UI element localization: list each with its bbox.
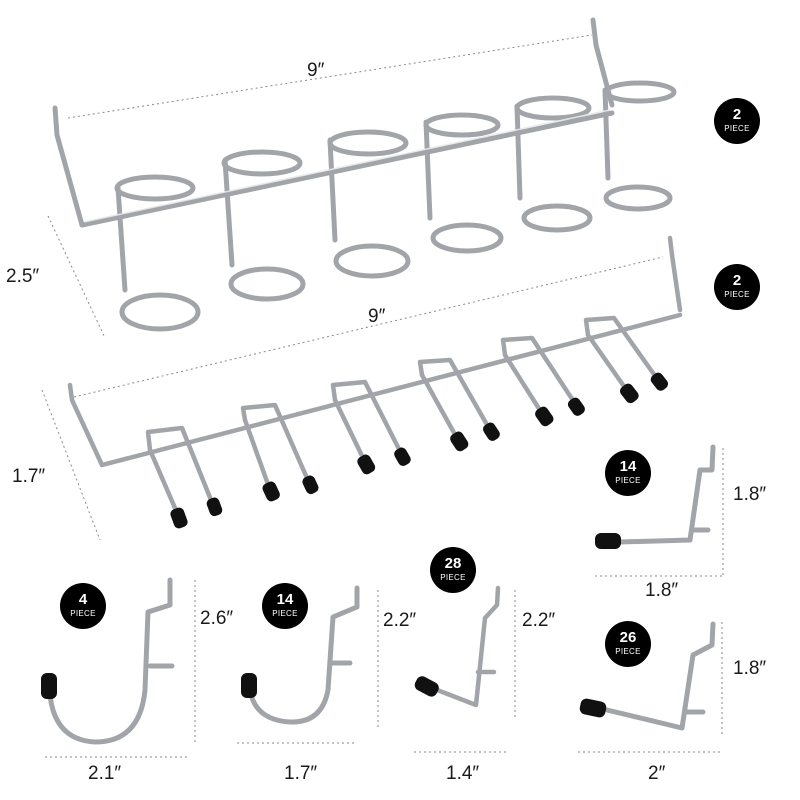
l-hook-top-quantity-badge: 14 PIECE [605, 450, 651, 496]
l-hook-top-tip [595, 533, 621, 549]
ring-hook-4 [423, 112, 504, 254]
j-hook-large-height-label: 2.6″ [200, 608, 234, 629]
badge-unit: PIECE [440, 573, 466, 582]
rack-depth-label: 1.7″ [12, 466, 46, 487]
l-hook-bottom-width-label: 2″ [648, 763, 666, 784]
small-hook [429, 585, 501, 708]
double-prong-rack [67, 235, 683, 518]
l-hook-bottom-tip [579, 698, 607, 718]
l-hook-bottom-quantity-badge: 26 PIECE [605, 621, 651, 667]
badge-count: 28 [444, 555, 462, 572]
j-hook-large-tip [41, 673, 57, 699]
j-hook-small-width-label: 1.7″ [284, 763, 318, 784]
badge-count: 2 [732, 106, 742, 123]
badge-count: 26 [619, 629, 637, 646]
j-hook-large [47, 577, 175, 745]
ring-hook-3 [327, 129, 411, 279]
badge-count: 14 [619, 458, 637, 475]
ring-holder-rack [52, 17, 677, 332]
l-hook-bottom-height-label: 1.8″ [733, 658, 767, 679]
small-hook-quantity-badge: 28 PIECE [430, 547, 476, 593]
l-hook-top-height-label: 1.8″ [733, 484, 767, 505]
badge-unit: PIECE [272, 609, 298, 618]
l-hook-top-width-label: 1.8″ [645, 580, 679, 601]
badge-count: 2 [732, 272, 742, 289]
l-hook-bottom [604, 621, 716, 731]
prong-tips [170, 372, 669, 529]
small-hook-tip [414, 676, 439, 697]
badge-unit: PIECE [615, 647, 641, 656]
j-hook-large-width-label: 2.1″ [88, 763, 122, 784]
holder-depth-label: 2.5″ [6, 266, 40, 287]
rack-quantity-badge: 2 PIECE [714, 264, 760, 310]
j-hook-small-tip [241, 673, 257, 698]
l-hook-top [617, 444, 716, 545]
holder-quantity-badge: 2 PIECE [714, 98, 760, 144]
badge-unit: PIECE [70, 609, 96, 618]
j-hook-small [247, 585, 360, 725]
j-hook-small-quantity-badge: 14 PIECE [262, 583, 308, 629]
ring-hook-1 [114, 174, 201, 332]
rack-width-label: 9″ [368, 306, 386, 327]
dimension-lines [41, 34, 724, 758]
badge-unit: PIECE [724, 290, 750, 299]
badge-unit: PIECE [615, 476, 641, 485]
j-hook-small-height-label: 2.2″ [383, 610, 417, 631]
ring-hook-2 [221, 149, 306, 302]
holder-width-label: 9″ [307, 60, 325, 81]
ring-hook-5 [514, 95, 593, 233]
j-hook-large-quantity-badge: 4 PIECE [60, 583, 106, 629]
badge-count: 4 [78, 591, 88, 608]
ring-hook-6 [602, 80, 677, 212]
small-hook-height-label: 2.2″ [522, 610, 556, 631]
small-hook-width-label: 1.4″ [446, 763, 480, 784]
badge-count: 14 [276, 591, 294, 608]
badge-unit: PIECE [724, 124, 750, 133]
